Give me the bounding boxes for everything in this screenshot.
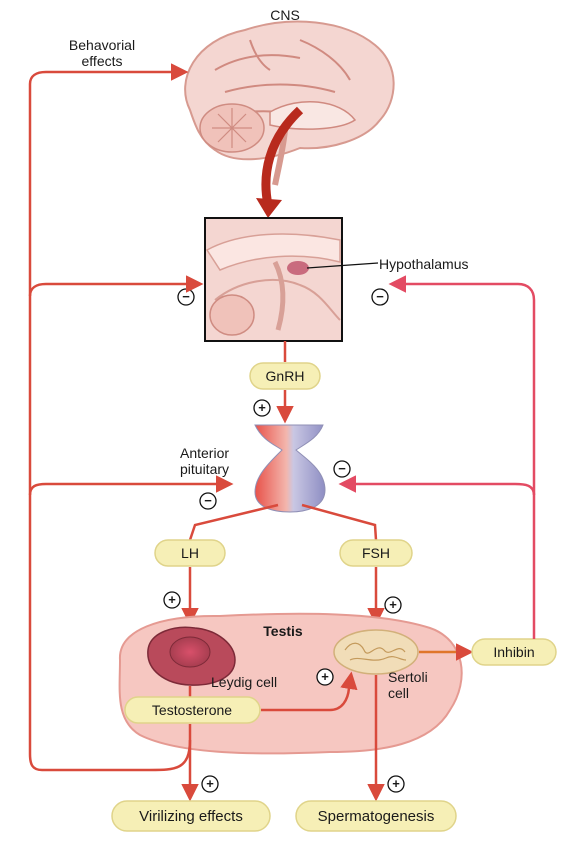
plus-sign-virilizing: + — [202, 776, 218, 792]
minus-sign-pituitary-left: − — [200, 493, 216, 509]
plus-sign-gnrh: + — [254, 400, 270, 416]
spermatogenesis-label: Spermatogenesis — [318, 808, 435, 825]
plus-sign-testosterone-sertoli: + — [317, 669, 333, 685]
testosterone-label: Testosterone — [152, 702, 232, 718]
minus-sign-hypothalamus-right: − — [372, 289, 388, 305]
brain-illustration — [185, 22, 394, 185]
sertoli-cell-label-1: Sertoli — [388, 669, 428, 685]
cns-arrowhead — [256, 198, 282, 218]
plus-sign-lh: + — [164, 592, 180, 608]
inhibin-label: Inhibin — [493, 644, 534, 660]
anterior-pituitary-label-2: pituitary — [180, 461, 229, 477]
sertoli-cell-shape — [334, 630, 418, 674]
pituitary-to-lh-line — [190, 505, 278, 540]
svg-text:+: + — [389, 597, 397, 612]
testis-label: Testis — [263, 623, 303, 639]
behavioral-effects-label-2: effects — [82, 53, 123, 69]
svg-text:+: + — [258, 400, 266, 415]
cns-label: CNS — [270, 7, 300, 23]
leydig-nucleus — [170, 637, 210, 667]
plus-sign-spermatogenesis: + — [388, 776, 404, 792]
svg-text:−: − — [182, 289, 190, 304]
hypothalamus-section-illustration — [205, 218, 378, 341]
svg-text:−: − — [204, 493, 212, 508]
plus-sign-fsh: + — [385, 597, 401, 613]
fsh-label: FSH — [362, 545, 390, 561]
gnrh-label: GnRH — [266, 368, 305, 384]
sertoli-cell-label-2: cell — [388, 685, 409, 701]
svg-text:+: + — [321, 669, 329, 684]
virilizing-effects-label: Virilizing effects — [139, 808, 243, 825]
minus-sign-pituitary-right: − — [334, 461, 350, 477]
lh-label: LH — [181, 545, 199, 561]
pituitary-gland-illustration — [255, 425, 325, 512]
hypothalamus-label: Hypothalamus — [379, 256, 469, 272]
behavioral-effects-label-1: Behavorial — [69, 37, 135, 53]
inhibin-to-hypothalamus-feedback — [392, 284, 534, 495]
testosterone-to-cns-behavioral-arrow — [30, 72, 185, 296]
minus-sign-hypothalamus-left: − — [178, 289, 194, 305]
leydig-cell-label: Leydig cell — [211, 674, 277, 690]
svg-text:+: + — [168, 592, 176, 607]
pituitary-to-fsh-line — [302, 505, 376, 540]
svg-text:+: + — [206, 776, 214, 791]
svg-text:+: + — [392, 776, 400, 791]
svg-text:−: − — [376, 289, 384, 304]
svg-text:−: − — [338, 461, 346, 476]
testosterone-to-hypothalamus-feedback — [30, 284, 200, 495]
anterior-pituitary-label-1: Anterior — [180, 445, 229, 461]
